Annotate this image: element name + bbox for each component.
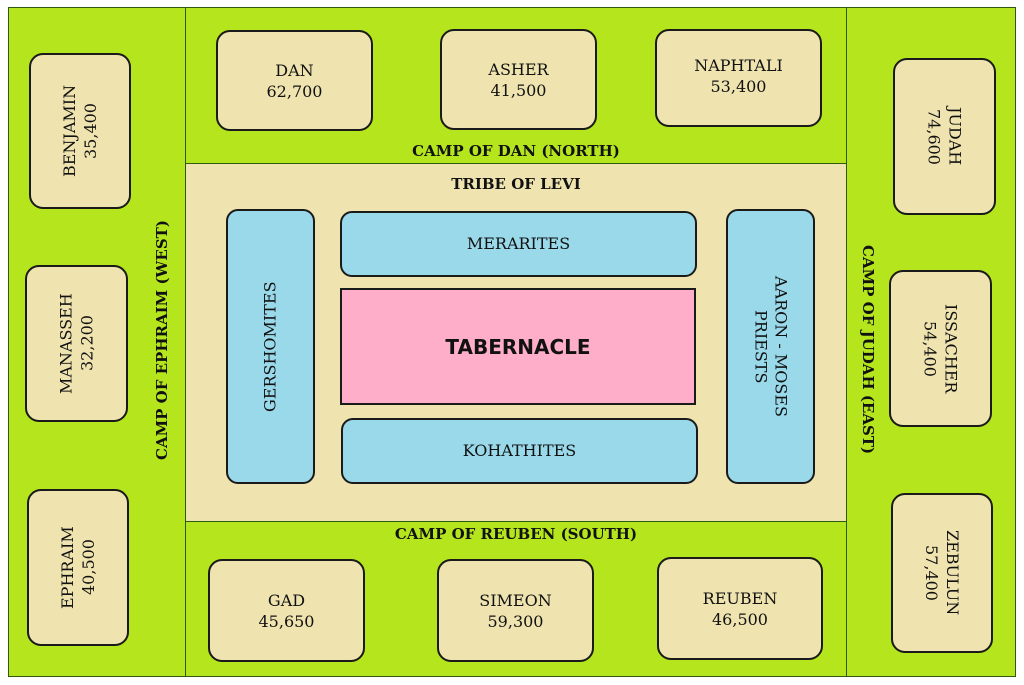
clan-merarites: MERARITES [340,211,697,277]
camp-east-label: CAMP OF JUDAH (EAST) [859,245,877,455]
tribe-ephraim: EPHRAIM 40,500 [27,489,129,646]
camp-west-label: CAMP OF EPHRAIM (WEST) [153,220,171,460]
clan-kohathites: KOHATHITES [341,418,698,484]
tribe-zebulun: ZEBULUN 57,400 [891,493,993,653]
camp-south-label: CAMP OF REUBEN (SOUTH) [394,525,638,543]
tribe-count: 74,600 [924,108,944,165]
tribe-issacher: ISSACHER 54,400 [889,270,992,427]
tribe-benjamin: BENJAMIN 35,400 [29,53,131,209]
tribe-naphtali: NAPHTALI 53,400 [655,29,822,127]
tribe-name: DAN [275,60,314,80]
tribe-count: 40,500 [79,539,98,596]
clan-priests: AARON - MOSES PRIESTS [726,209,815,484]
tribe-reuben: REUBEN 46,500 [657,557,823,660]
camp-north-label: CAMP OF DAN (NORTH) [412,142,620,160]
tribe-count: 59,300 [487,611,544,631]
tribe-manasseh: MANASSEH 32,200 [25,265,128,422]
tribe-simeon: SIMEON 59,300 [437,559,594,662]
tribe-count: 53,400 [710,77,767,96]
tribe-count: 35,400 [81,103,100,159]
tribe-count: 57,400 [922,545,941,601]
tribe-name: SIMEON [479,590,552,610]
tribe-name: BENJAMIN [60,84,79,178]
levi-label: TRIBE OF LEVI [451,175,581,193]
tribe-name: JUDAH [945,107,965,166]
tribe-name: ISSACHER [941,303,961,394]
tribe-count: 46,500 [712,609,768,629]
tribe-gad: GAD 45,650 [208,559,365,662]
tribe-count: 41,500 [490,80,547,100]
tribe-count: 45,650 [258,611,315,631]
tribe-count: 54,400 [920,320,940,377]
tribe-asher: ASHER 41,500 [440,29,597,130]
tribe-dan: DAN 62,700 [216,30,373,131]
tribe-name: NAPHTALI [694,56,783,75]
priests-line-1: AARON - MOSES [771,276,791,417]
priests-line-2: PRIESTS [751,309,771,384]
tribe-name: ASHER [488,59,549,79]
tribe-name: GAD [267,590,306,610]
tribe-name: REUBEN [702,588,778,608]
tribe-name: ZEBULUN [943,530,962,616]
tribe-name: EPHRAIM [58,526,77,609]
tabernacle: TABERNACLE [340,288,696,405]
clan-gershomites: GERSHOMITES [226,209,315,484]
tribe-count: 32,200 [77,315,97,372]
tribe-name: MANASSEH [56,293,76,394]
tribe-judah: JUDAH 74,600 [893,58,996,215]
tribe-count: 62,700 [266,81,323,101]
